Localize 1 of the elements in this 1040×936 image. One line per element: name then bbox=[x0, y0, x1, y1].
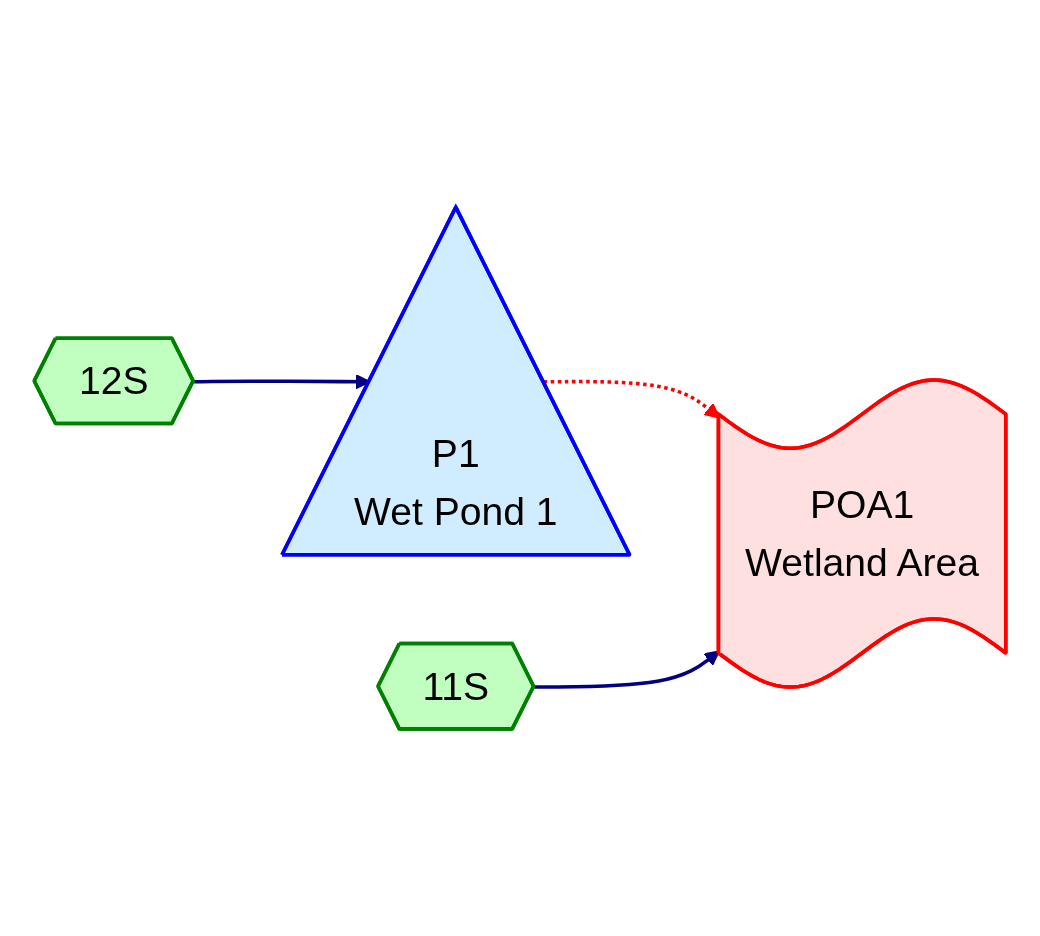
arrow bbox=[534, 650, 721, 689]
